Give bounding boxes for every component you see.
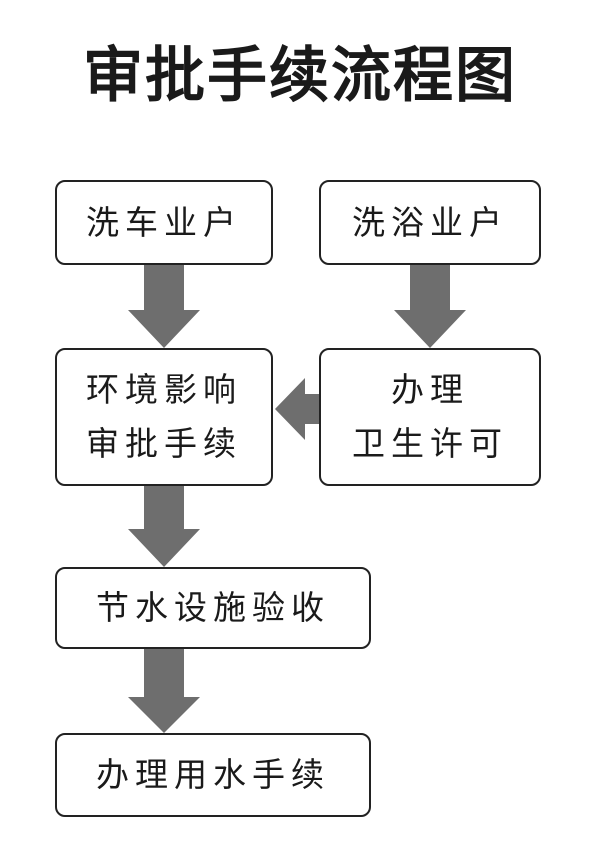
node-env-review-line1: 环境影响 xyxy=(86,370,242,409)
node-env-review-line2: 审批手续 xyxy=(86,424,242,463)
node-water-saving: 节水设施验收 xyxy=(55,567,371,649)
node-bath: 洗浴业户 xyxy=(319,180,541,265)
node-sanitation-line2: 卫生许可 xyxy=(352,424,508,463)
arrow-env-to-water-saving xyxy=(128,486,200,567)
node-bath-label: 洗浴业户 xyxy=(352,202,508,242)
node-water-saving-label: 节水设施验收 xyxy=(96,588,330,627)
node-env-review: 环境影响 审批手续 xyxy=(55,348,273,486)
arrow-water-saving-to-use xyxy=(128,649,200,733)
node-car-wash-label: 洗车业户 xyxy=(86,202,242,242)
node-car-wash: 洗车业户 xyxy=(55,180,273,265)
node-sanitation-line1: 办理 xyxy=(391,370,469,409)
arrow-sanitation-to-env xyxy=(275,378,319,440)
page-title: 审批手续流程图 xyxy=(83,41,517,111)
node-water-use: 办理用水手续 xyxy=(55,733,371,817)
node-water-use-label: 办理用水手续 xyxy=(96,755,330,794)
node-sanitation: 办理 卫生许可 xyxy=(319,348,541,486)
arrow-carwash-to-env xyxy=(128,265,200,348)
arrow-bath-to-sanitation xyxy=(394,265,466,348)
